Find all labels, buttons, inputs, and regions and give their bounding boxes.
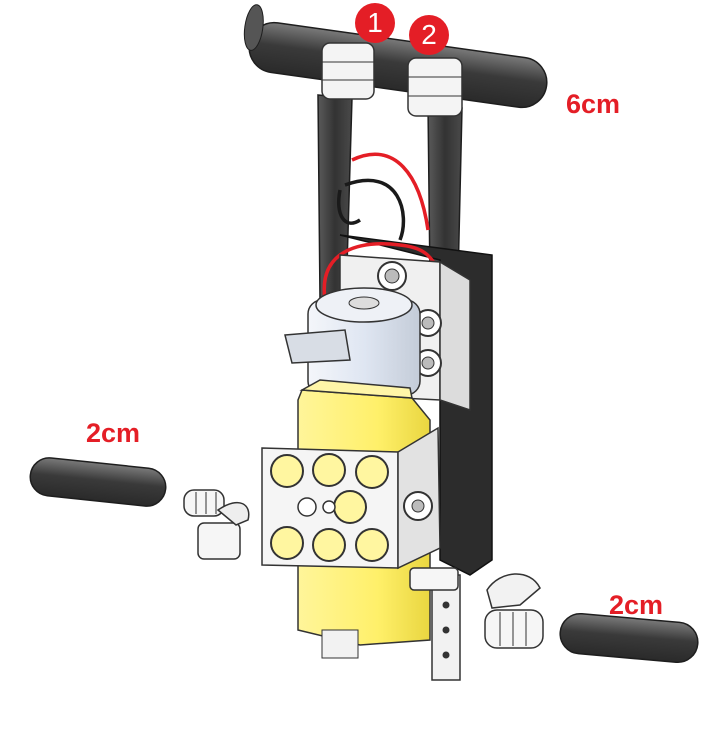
lower-beam <box>409 567 461 681</box>
motor-wires <box>322 152 440 301</box>
badge-2: 2 <box>409 15 449 55</box>
motor-body <box>284 287 421 396</box>
right-bushing <box>484 609 544 649</box>
left-clip <box>197 501 250 560</box>
right-rod <box>559 612 699 664</box>
right-clip <box>486 573 541 609</box>
collar-2 <box>407 57 463 117</box>
front-connector-plate <box>261 426 441 570</box>
left-bushing <box>183 489 225 517</box>
left-rod <box>29 457 167 507</box>
top-rod-length-label: 6cm <box>566 89 621 119</box>
left-rod-length-label: 2cm <box>86 418 141 448</box>
top-rod <box>243 4 548 109</box>
right-rod-length-label: 2cm <box>609 590 664 620</box>
badge-1: 1 <box>355 3 395 43</box>
collar-1 <box>321 42 375 100</box>
